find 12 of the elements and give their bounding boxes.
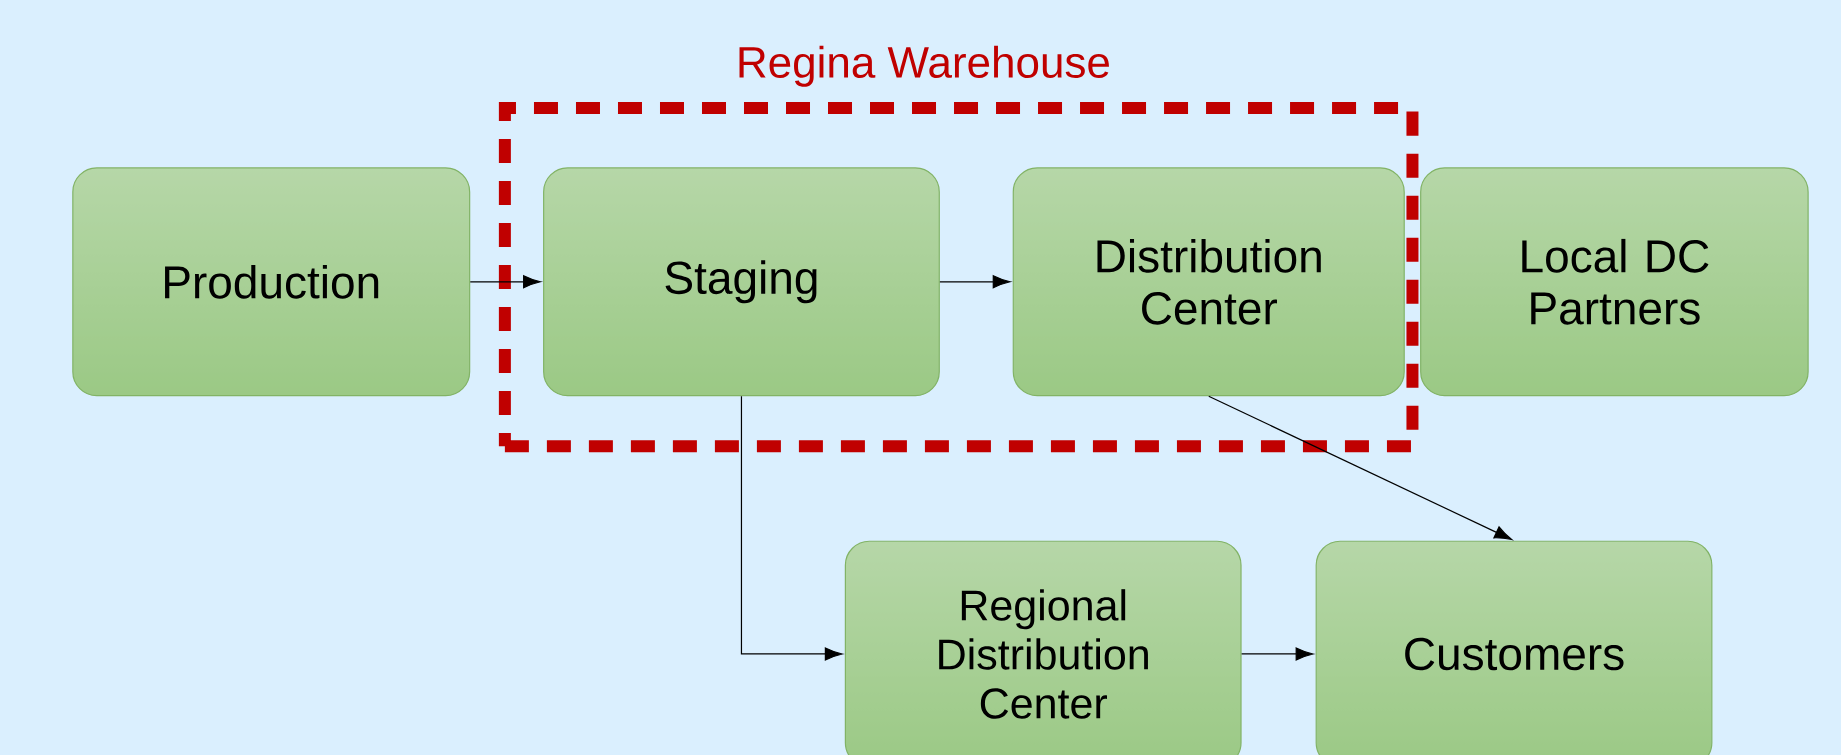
arrow [740, 395, 843, 661]
arrow [1208, 395, 1513, 541]
arrow [469, 275, 541, 289]
process-box: Regional Distribution Center [844, 540, 1242, 755]
arrow [1241, 647, 1314, 661]
process-box: Production [72, 167, 471, 397]
group-title: Regina Warehouse [739, 45, 1109, 87]
process-box: Customers [1315, 540, 1713, 755]
process-box: Distribution Center [1012, 167, 1405, 397]
process-box: Local DC Partners [1420, 167, 1809, 397]
arrow [939, 275, 1011, 289]
process-box: Staging [543, 167, 940, 397]
